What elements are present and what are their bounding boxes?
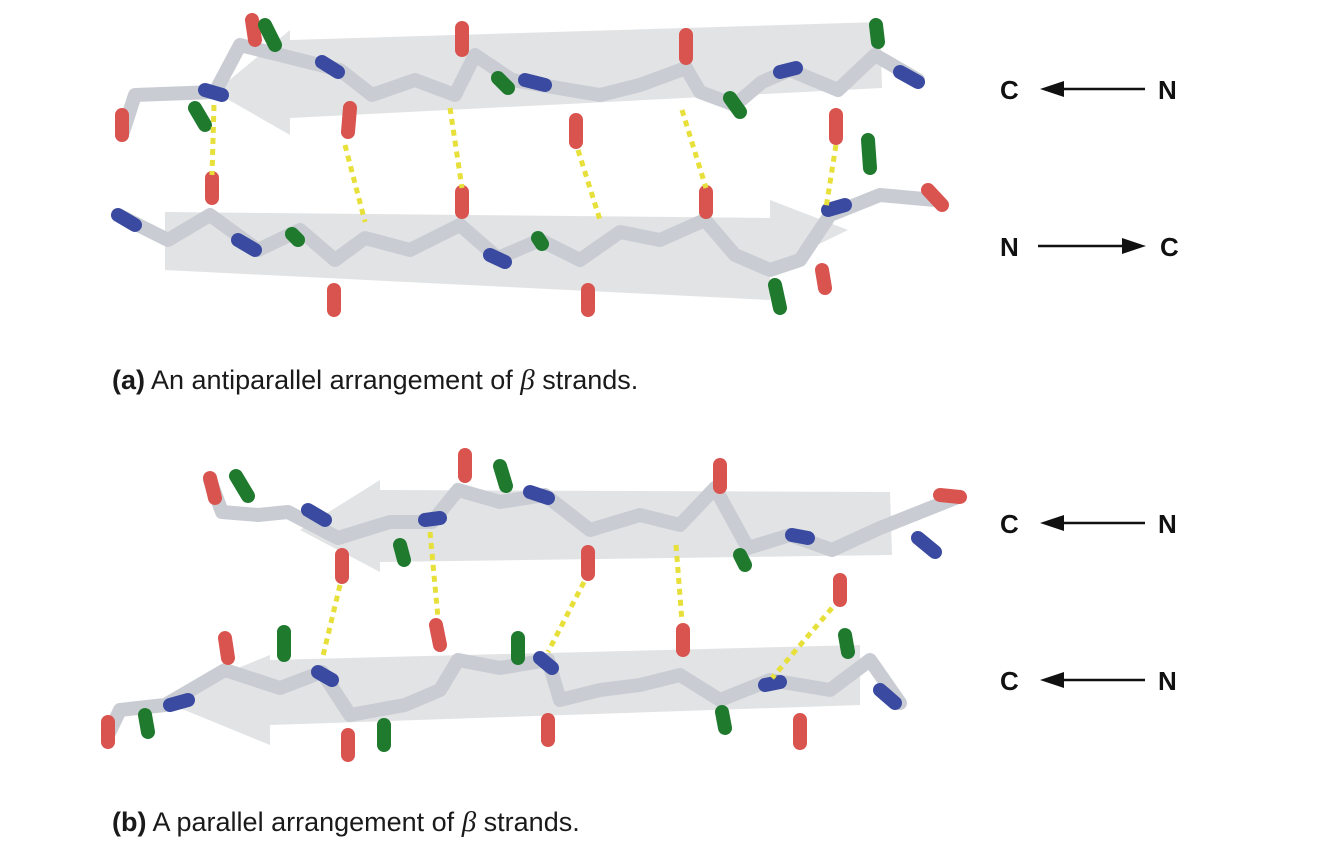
oxygen-atoms-b-bottom	[101, 618, 807, 762]
oxygen-atoms-a-bottom	[205, 171, 949, 317]
nitrogen-atoms-b-bottom	[163, 651, 902, 712]
caption-b: (b) A parallel arrangement of β strands.	[112, 806, 580, 839]
terminus-label-b-top-left: C	[1000, 509, 1019, 539]
caption-a: (a) An antiparallel arrangement of β str…	[112, 364, 638, 397]
ribbon-arrow-a-top	[215, 22, 882, 135]
nitrogen-atoms-a-top	[198, 55, 925, 102]
direction-a-bottom: N C	[1000, 232, 1179, 262]
caption-a-greek: β	[520, 364, 535, 396]
nitrogen-atoms-b-top	[301, 485, 942, 559]
oxygen-atoms-a-top	[115, 13, 843, 149]
terminus-label-b-top-right: N	[1158, 509, 1177, 539]
terminus-label-a-top-right: N	[1158, 75, 1177, 105]
caption-b-label: (b)	[112, 807, 147, 837]
terminus-label-b-bottom-left: C	[1000, 666, 1019, 696]
caption-b-text: A parallel arrangement of	[152, 807, 455, 837]
direction-b-bottom: C N	[1000, 666, 1177, 696]
nitrogen-atoms-a-bottom	[111, 198, 852, 269]
caption-b-text-end: strands.	[483, 807, 580, 837]
backbone-b-bottom	[101, 653, 907, 742]
hydrogen-bonds-b	[319, 531, 834, 680]
terminus-label-a-top-left: C	[1000, 75, 1019, 105]
direction-b-top: C N	[1000, 509, 1177, 539]
panel-b-diagram	[101, 448, 967, 762]
hydrogen-bonds-a	[209, 104, 839, 223]
caption-b-greek: β	[461, 806, 477, 838]
terminus-label-a-bottom-right: C	[1160, 232, 1179, 262]
oxygen-atoms-b-top	[203, 448, 967, 607]
terminus-label-a-bottom-left: N	[1000, 232, 1019, 262]
caption-a-text: An antiparallel arrangement of	[151, 365, 513, 395]
terminus-label-b-bottom-right: N	[1158, 666, 1177, 696]
direction-a-top: C N	[1000, 75, 1177, 105]
caption-a-text-end: strands.	[542, 365, 639, 395]
panel-a-diagram	[111, 13, 949, 317]
caption-a-label: (a)	[112, 365, 145, 395]
side-chains-a-top	[188, 18, 885, 132]
side-chains-a-bottom	[285, 133, 877, 315]
side-chains-b-bottom	[138, 625, 855, 752]
side-chains-b-top	[229, 459, 752, 572]
